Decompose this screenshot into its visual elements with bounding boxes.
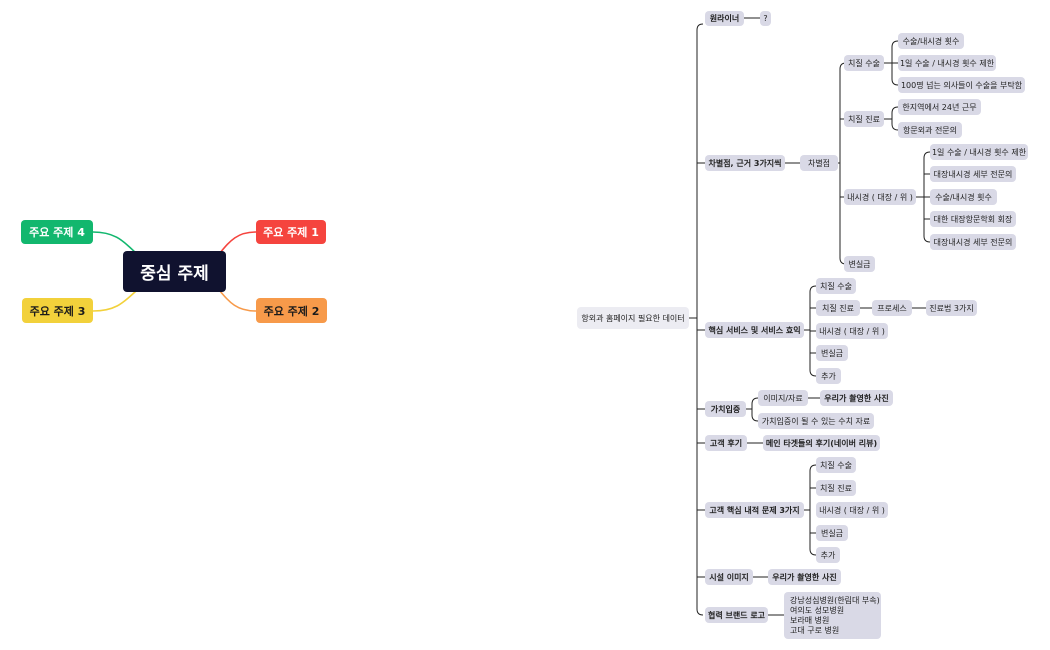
branch-value-proof[interactable]: 가치입증: [705, 401, 746, 417]
differentiator-node[interactable]: 차별점: [800, 155, 838, 171]
link-topic-3: [92, 290, 137, 312]
value-our-photos[interactable]: 우리가 촬영한 사진: [820, 390, 893, 406]
main-topic-4[interactable]: 주요 주제 4: [21, 220, 93, 244]
root-topic[interactable]: 항외과 홈페이지 필요한 데이터: [577, 307, 689, 329]
hospital-name: 강남성심병원(한림대 부속): [790, 595, 880, 605]
facility-our-photos[interactable]: 우리가 촬영한 사진: [768, 569, 841, 585]
main-topic-3[interactable]: 주요 주제 3: [22, 298, 93, 323]
branch-customer-reviews[interactable]: 고객 후기: [705, 435, 747, 451]
oneliner-question[interactable]: ?: [760, 11, 771, 26]
hospital-name: 여의도 성모병원: [790, 605, 845, 615]
branch-core-services[interactable]: 핵심 서비스 및 서비스 효익: [705, 322, 804, 338]
service-item[interactable]: 추가: [816, 368, 841, 384]
problem-item[interactable]: 변실금: [816, 525, 848, 541]
value-numeric-data[interactable]: 가치입증이 될 수 있는 수치 자료: [758, 413, 874, 429]
diff-endoscopy-item[interactable]: 대한 대장항문학회 회장: [930, 211, 1016, 227]
problem-item[interactable]: 추가: [816, 547, 840, 563]
partner-hospitals[interactable]: 강남성심병원(한림대 부속) 여의도 성모병원 보라매 병원 고대 구로 병원: [784, 592, 881, 639]
problem-item[interactable]: 치질 진료: [816, 480, 856, 496]
service-item[interactable]: 치질 수술: [816, 278, 856, 294]
diff-endoscopy-item[interactable]: 1일 수술 / 내시경 횟수 제한: [930, 144, 1028, 160]
diff-care-item[interactable]: 한지역에서 24년 근무: [898, 99, 981, 115]
diff-hemorrhoid-surgery[interactable]: 치질 수술: [844, 55, 884, 71]
service-process-methods[interactable]: 진료법 3가지: [926, 300, 977, 316]
diff-surgery-item[interactable]: 수술/내시경 횟수: [898, 33, 964, 49]
service-item[interactable]: 변실금: [816, 345, 848, 361]
branch-facility-images[interactable]: 시설 이미지: [705, 569, 753, 585]
central-topic[interactable]: 중심 주제: [123, 251, 226, 292]
diff-endoscopy-item[interactable]: 대장내시경 세부 전문의: [930, 234, 1016, 250]
diff-hemorrhoid-care[interactable]: 치질 진료: [844, 111, 884, 127]
value-images[interactable]: 이미지/자료: [758, 390, 808, 406]
branch-oneliner[interactable]: 원라이너: [705, 11, 744, 26]
service-item[interactable]: 내시경 ( 대장 / 위 ): [816, 323, 888, 339]
diff-endoscopy-item[interactable]: 수술/내시경 횟수: [930, 189, 997, 205]
branch-customer-problems[interactable]: 고객 핵심 내적 문제 3가지: [705, 502, 804, 518]
diff-care-item[interactable]: 항문외과 전문의: [898, 122, 962, 138]
service-item[interactable]: 치질 진료: [816, 300, 860, 316]
link-topic-4: [92, 231, 137, 254]
hospital-name: 보라매 병원: [790, 615, 830, 625]
diff-surgery-item[interactable]: 1일 수술 / 내시경 횟수 제한: [898, 55, 996, 71]
service-process[interactable]: 프로세스: [872, 300, 912, 316]
branch-partner-logos[interactable]: 협력 브랜드 로고: [705, 607, 768, 623]
problem-item[interactable]: 내시경 ( 대장 / 위 ): [816, 502, 888, 518]
diff-endoscopy[interactable]: 내시경 ( 대장 / 위 ): [844, 189, 916, 205]
diff-endoscopy-item[interactable]: 대장내시경 세부 전문의: [930, 166, 1016, 182]
branch-differentiator[interactable]: 차별점, 근거 3가지씩: [705, 155, 785, 171]
diff-incontinence[interactable]: 변실금: [844, 256, 875, 272]
hospital-name: 고대 구로 병원: [790, 625, 840, 635]
main-topic-1[interactable]: 주요 주제 1: [256, 220, 326, 244]
problem-item[interactable]: 치질 수술: [816, 457, 856, 473]
reviews-naver[interactable]: 메인 타겟들의 후기(네이버 리뷰): [763, 435, 880, 451]
diff-surgery-item[interactable]: 100명 넘는 의사들이 수술을 부탁함: [898, 77, 1025, 93]
main-topic-2[interactable]: 주요 주제 2: [256, 298, 327, 323]
